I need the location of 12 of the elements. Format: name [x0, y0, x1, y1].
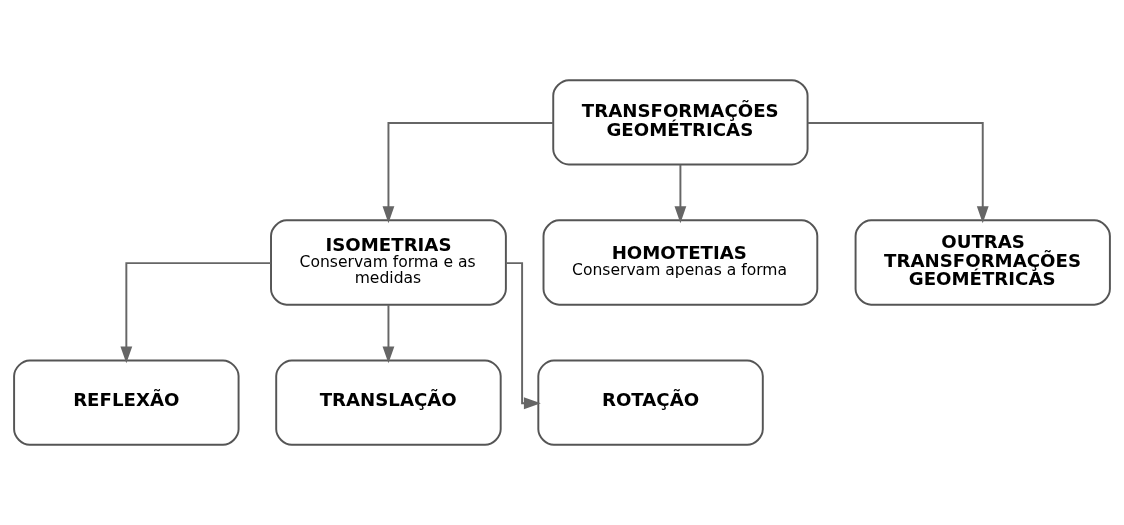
- node-box: ROTAÇÃO: [537, 359, 764, 446]
- arrow: [674, 163, 687, 224]
- arrow: [382, 303, 395, 364]
- node-box: ISOMETRIAS Conservam forma e as medidas: [270, 219, 507, 306]
- node-box: TRANSLAÇÃO: [275, 359, 502, 446]
- node-box: REFLEXÃO: [13, 359, 240, 446]
- node-box: HOMOTETIAS Conservam apenas a forma: [542, 219, 819, 306]
- arrow: [382, 122, 555, 224]
- node-box: OUTRAS TRANSFORMAÇÕES GEOMÉTRICAS: [854, 219, 1111, 306]
- arrow: [120, 262, 272, 364]
- node-box: TRANSFORMAÇÕES GEOMÉTRICAS: [552, 79, 809, 166]
- arrow: [806, 122, 989, 224]
